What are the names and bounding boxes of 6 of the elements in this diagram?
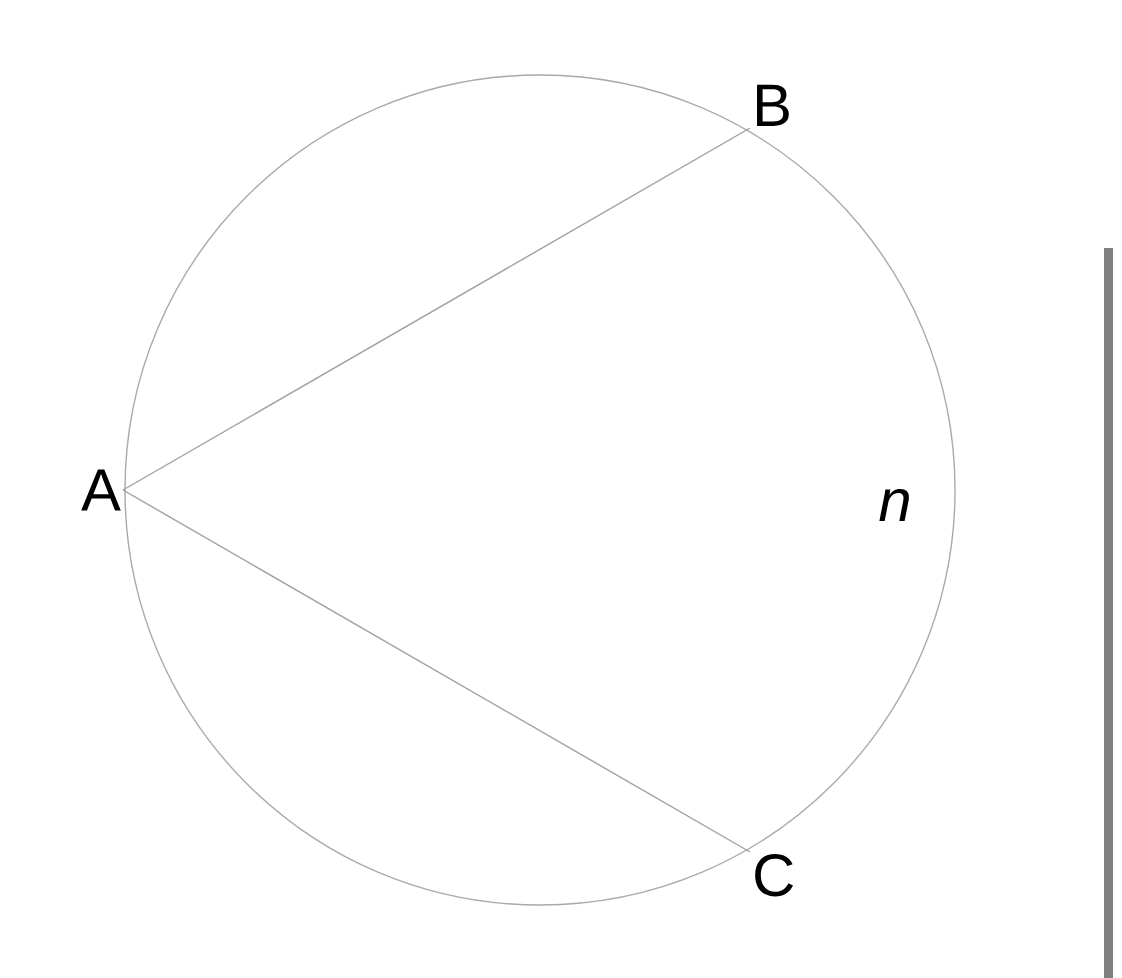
point-label: A bbox=[81, 469, 121, 511]
arc-label: n bbox=[879, 488, 909, 522]
chord-line bbox=[122, 489, 751, 853]
point-label: C bbox=[755, 854, 793, 897]
point-label: B bbox=[757, 84, 789, 126]
chord-line bbox=[122, 127, 751, 491]
